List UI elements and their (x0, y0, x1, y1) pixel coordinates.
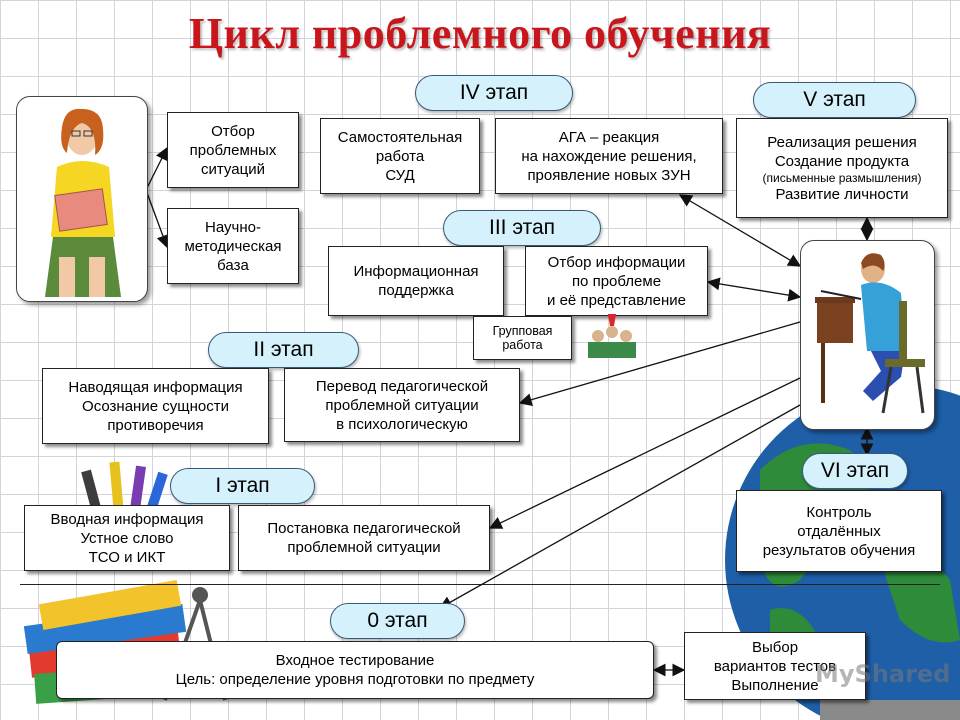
test-choice-box: Выбор вариантов тестов Выполнение (684, 632, 866, 700)
box-line: Реализация решения (767, 133, 917, 151)
box-line: проблемной ситуации (287, 539, 441, 556)
box-line: АГА – реакция (558, 128, 660, 146)
box-line: база (217, 256, 249, 274)
box-line: противоречия (107, 416, 204, 434)
box-line: вариантов тестов (713, 657, 837, 675)
box-line: Цель: определение уровня подготовки по п… (175, 671, 535, 688)
box-line: Контроль (806, 503, 872, 521)
box-line: методическая (184, 237, 282, 255)
stage-4-label: IV этап (415, 75, 573, 111)
box-line: Научно- (205, 218, 261, 236)
methodical-base-box: Научно- методическая база (167, 208, 299, 284)
intro-info-box: Вводная информация Устное слово ТСО и ИК… (24, 505, 230, 571)
box-line: отдалённых (797, 522, 881, 540)
page-title: Цикл проблемного обучения (188, 9, 772, 58)
box-line: проявление новых ЗУН (527, 166, 691, 184)
box-line: на нахождение решения, (521, 147, 697, 165)
stage-0-label: 0 этап (330, 603, 465, 639)
box-line: Самостоятельная (337, 128, 463, 146)
stage-5-label: V этап (753, 82, 916, 118)
problem-setting-box: Постановка педагогической проблемной сит… (238, 505, 490, 571)
box-line: ТСО и ИКТ (88, 548, 166, 566)
group-work-box: Групповая работа (473, 316, 572, 360)
leading-info-box: Наводящая информация Осознание сущности … (42, 368, 269, 444)
box-line: (письменные размышления) (762, 170, 922, 185)
aga-reaction-box: АГА – реакция на нахождение решения, про… (495, 118, 723, 194)
box-line: поддержка (378, 282, 454, 299)
stage-3-label: III этап (443, 210, 601, 246)
control-results-box: Контроль отдалённых результатов обучения (736, 490, 942, 572)
box-line: Отбор информации (547, 253, 686, 271)
box-line: Отбор (211, 122, 255, 140)
box-line: результатов обучения (762, 541, 916, 559)
box-line: Устное слово (80, 529, 174, 547)
stage-6-label: VI этап (802, 453, 908, 489)
independent-work-box: Самостоятельная работа СУД (320, 118, 480, 194)
stage-1-label: I этап (170, 468, 315, 504)
box-line: в психологическую (336, 415, 468, 433)
box-line: Осознание сущности (82, 397, 229, 415)
box-line: проблемных (189, 141, 277, 159)
teacher-icon (45, 108, 121, 297)
box-line: СУД (385, 166, 415, 184)
watermark-text: MyShared (815, 660, 951, 688)
box-line: Наводящая информация (68, 378, 243, 396)
box-line: Перевод педагогической (315, 377, 489, 395)
box-line: Постановка педагогической (267, 520, 461, 537)
box-line: Вводная информация (50, 510, 204, 528)
info-support-box: Информационная поддержка (328, 246, 504, 316)
box-line: Выбор (751, 638, 799, 656)
box-line: по проблеме (571, 272, 662, 290)
box-line: и её представление (547, 291, 686, 309)
teacher-frame (16, 96, 148, 302)
transfer-situation-box: Перевод педагогической проблемной ситуац… (284, 368, 520, 442)
box-line: работа (375, 147, 425, 165)
stage-2-label: II этап (208, 332, 359, 368)
implementation-box: Реализация решения Создание продукта (пи… (736, 118, 948, 218)
group-people-icon (588, 314, 636, 358)
student-icon (815, 253, 925, 414)
box-line: Входное тестирование (275, 652, 435, 669)
selection-box: Отбор проблемных ситуаций (167, 112, 299, 188)
info-selection-box: Отбор информации по проблеме и её предст… (525, 246, 708, 316)
box-line: проблемной ситуации (325, 396, 479, 414)
box-line: работа (502, 338, 543, 352)
divider-line (20, 584, 940, 585)
student-frame (800, 240, 935, 430)
box-line: Создание продукта (774, 152, 910, 170)
box-line: Выполнение (731, 676, 819, 694)
entry-testing-box: Входное тестирование Цель: определение у… (56, 641, 654, 699)
box-line: Групповая (492, 324, 553, 338)
box-line: ситуаций (201, 160, 265, 178)
box-line: Информационная (353, 263, 479, 280)
box-line: Развитие личности (775, 185, 909, 203)
